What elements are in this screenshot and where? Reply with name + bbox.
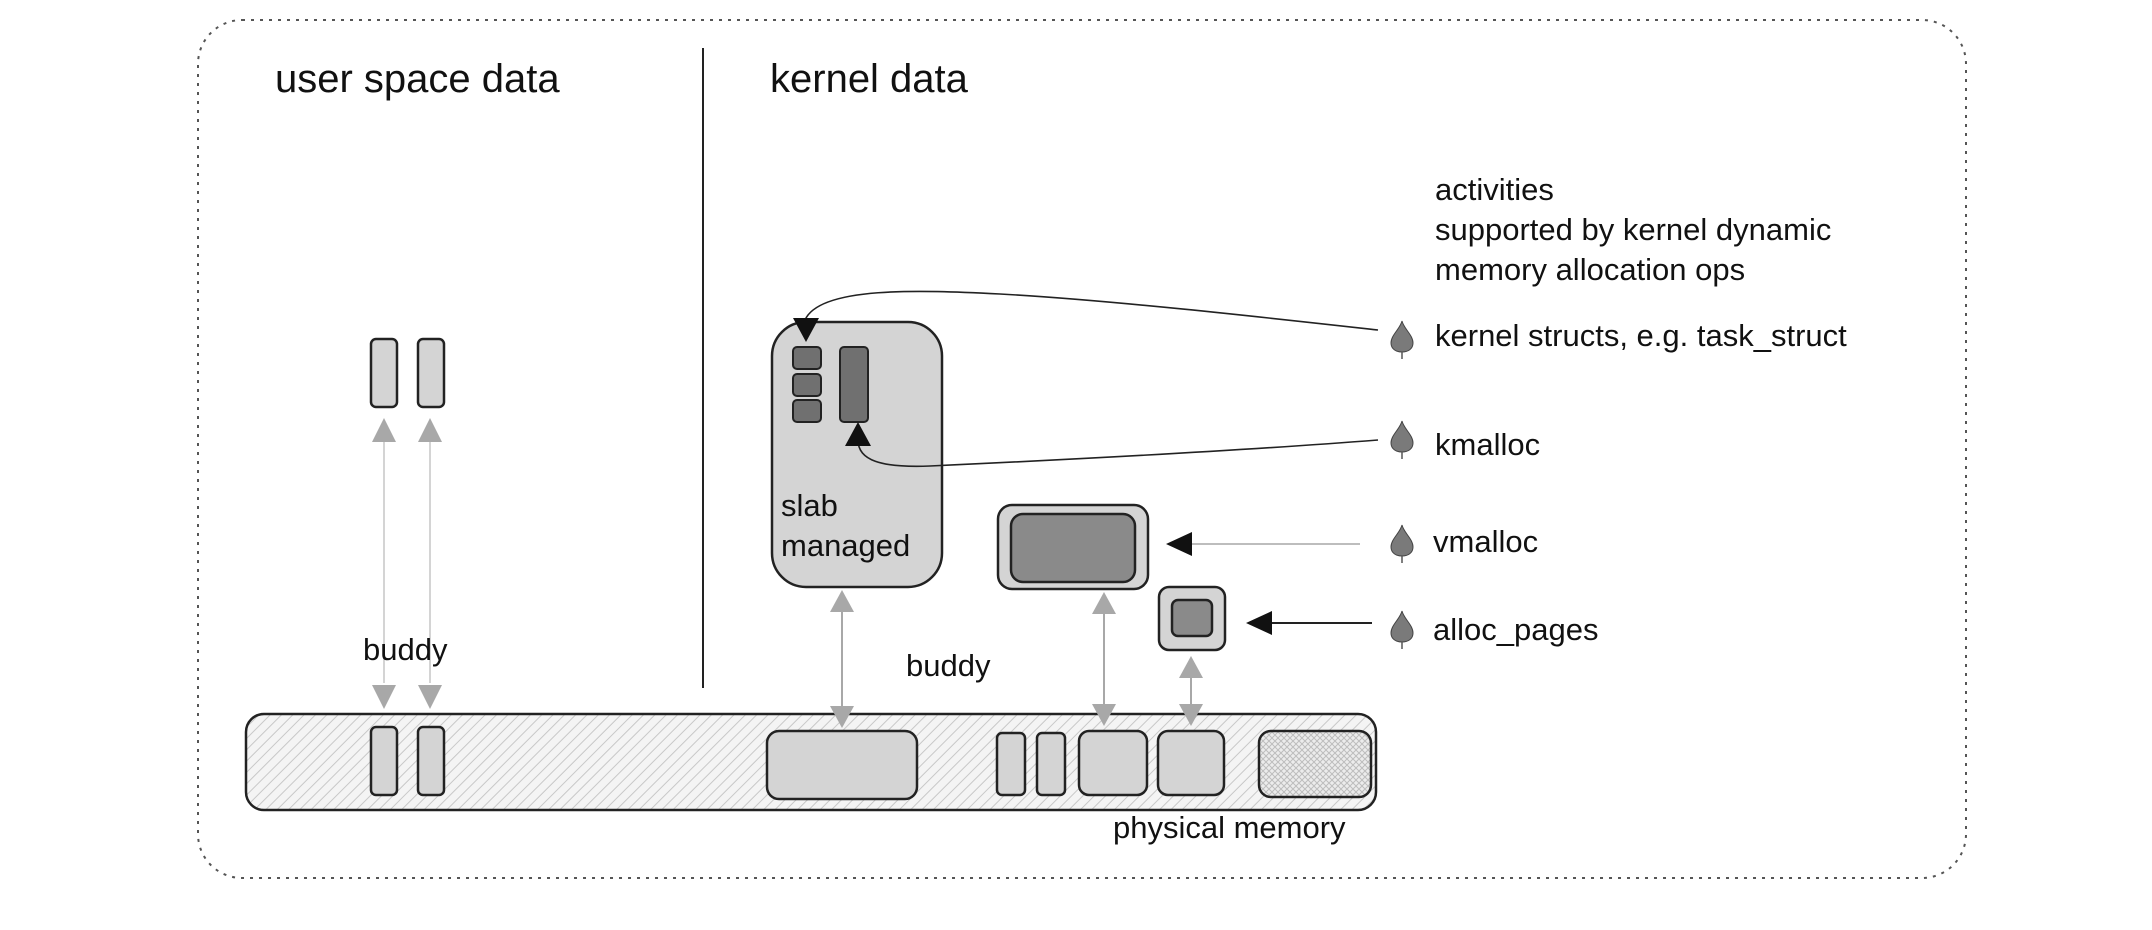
alloc-pages-region	[1157, 585, 1227, 652]
kernel-structs-connector	[793, 290, 1379, 342]
phys-user-page-2	[416, 725, 446, 797]
pin-icon	[1390, 524, 1414, 563]
physical-memory-label: physical memory	[1113, 810, 1346, 845]
activity-kernel-structs: kernel structs, e.g. task_struct	[1435, 318, 1847, 353]
phys-user-page-1	[369, 725, 399, 797]
activity-vmalloc: vmalloc	[1433, 524, 1538, 559]
vmalloc-connector	[1166, 532, 1360, 556]
slab-label-line-1: slab	[781, 488, 838, 523]
slab-object-2	[792, 373, 822, 397]
pin-icon	[1390, 420, 1414, 459]
user-page-2	[416, 337, 446, 409]
activities-title-line-1: activities	[1435, 172, 1554, 207]
vmalloc-region	[996, 503, 1150, 591]
kernel-buddy-label: buddy	[906, 648, 991, 683]
slab-managed-box	[770, 320, 944, 589]
user-page-1	[369, 337, 399, 409]
activities-title-line-2: supported by kernel dynamic	[1435, 212, 1831, 247]
user-buddy-label: buddy	[363, 632, 448, 667]
slab-kmalloc-object	[839, 346, 869, 423]
phys-free-block	[1257, 729, 1373, 799]
slab-object-1	[792, 346, 822, 370]
activity-alloc-pages: alloc_pages	[1433, 612, 1598, 647]
phys-alloc-pages-block	[1156, 729, 1226, 797]
phys-small-page-1	[995, 731, 1027, 797]
phys-small-page-2	[1035, 731, 1067, 797]
activity-kmalloc: kmalloc	[1435, 427, 1540, 462]
slab-buddy-arrow	[830, 590, 854, 728]
user-buddy-arrow-2	[418, 418, 442, 709]
pin-icon	[1390, 320, 1414, 359]
alloc-pages-buddy-arrow	[1179, 656, 1203, 726]
pin-icon	[1390, 610, 1414, 649]
vmalloc-buddy-arrow	[1092, 592, 1116, 726]
kmalloc-connector	[845, 422, 1379, 468]
kernel-heading: kernel data	[770, 57, 969, 101]
alloc-pages-connector	[1246, 611, 1372, 635]
user-buddy-arrow-1	[372, 418, 396, 709]
slab-object-3	[792, 399, 822, 423]
outer-frame	[197, 19, 1967, 879]
phys-vmalloc-block	[1077, 729, 1149, 797]
activities-title-line-3: memory allocation ops	[1435, 252, 1745, 287]
phys-slab-block	[765, 729, 919, 801]
slab-label-line-2: managed	[781, 528, 910, 563]
physical-memory-bar	[244, 712, 1378, 812]
user-space-heading: user space data	[275, 57, 560, 101]
